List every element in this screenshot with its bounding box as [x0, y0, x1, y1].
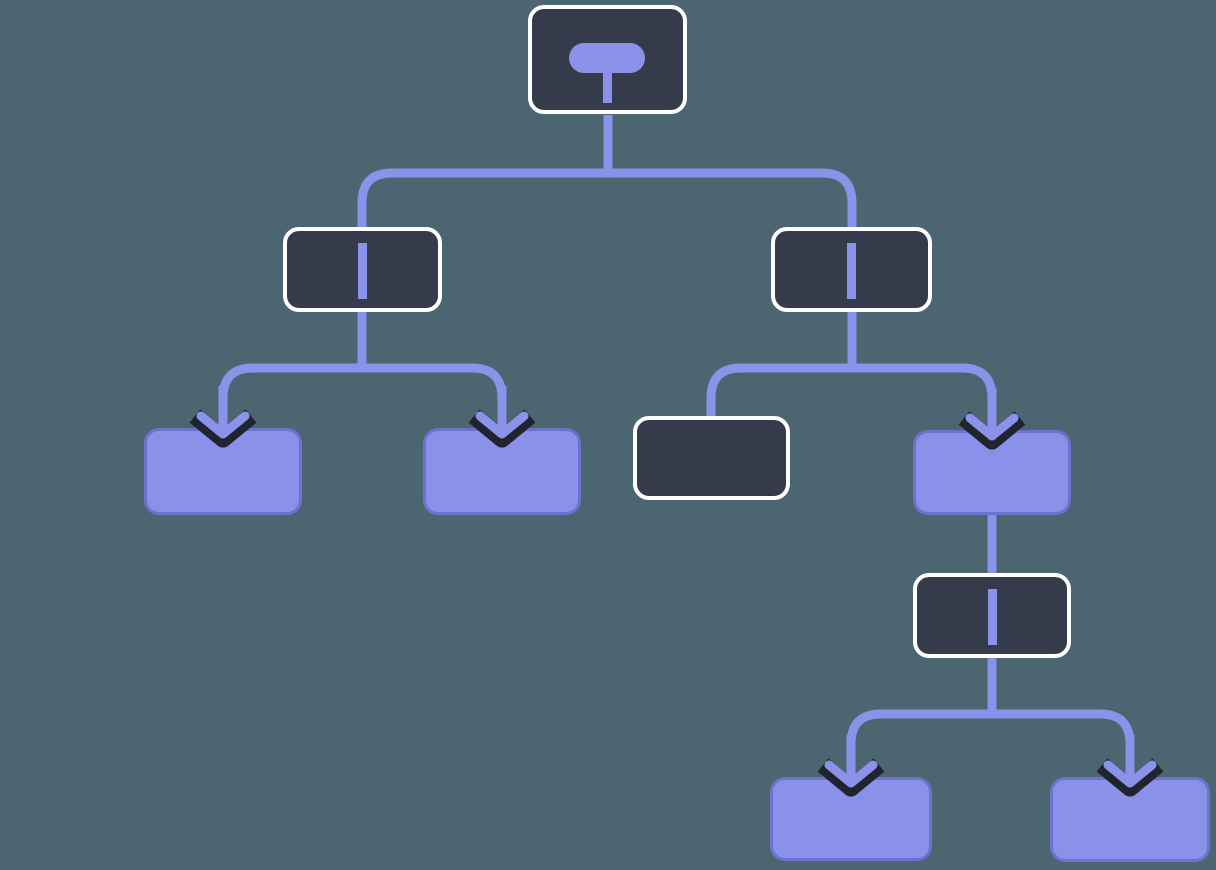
passthrough-line [847, 243, 856, 299]
node-pill [569, 43, 645, 73]
flow-node-leaf-left-2[interactable] [423, 428, 581, 515]
flow-node-leaf-bottom-1[interactable] [770, 777, 932, 861]
passthrough-line [358, 243, 367, 299]
pill-stem [602, 73, 612, 103]
passthrough-line [987, 589, 997, 645]
flow-node-gate-bottom[interactable] [913, 573, 1071, 658]
connector-path [706, 363, 997, 432]
connector-path [357, 168, 857, 232]
flow-node-leaf-bottom-2[interactable] [1050, 777, 1210, 862]
flow-node-dark-leaf[interactable] [633, 416, 790, 500]
flow-node-leaf-left-1[interactable] [144, 428, 302, 515]
flow-node-gate-left[interactable] [283, 227, 442, 312]
flow-node-purple-mid[interactable] [913, 430, 1071, 515]
connector-path [846, 709, 1135, 779]
connector-path [218, 363, 507, 430]
flow-node-root[interactable] [528, 5, 687, 114]
flow-node-gate-right[interactable] [771, 227, 932, 312]
